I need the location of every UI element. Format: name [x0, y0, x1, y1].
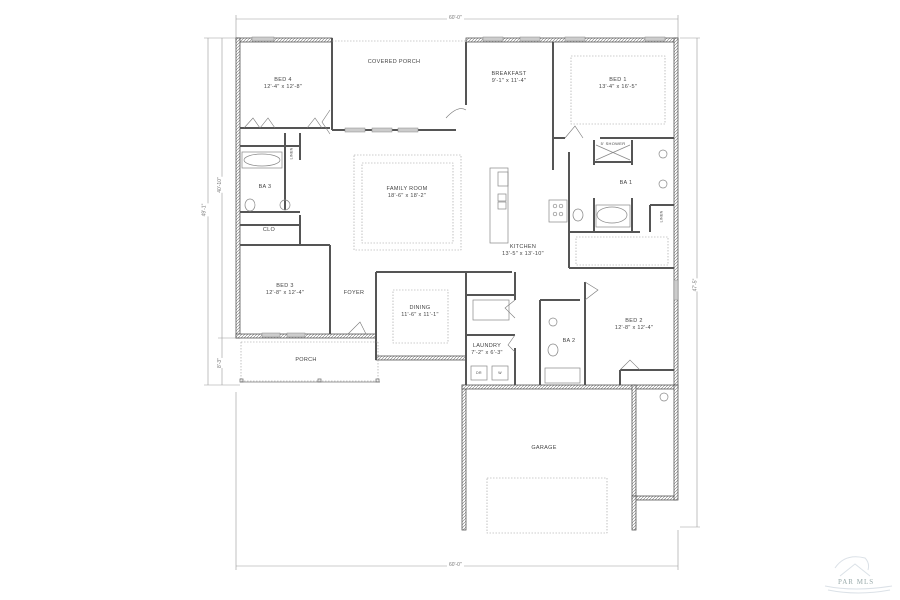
room-name: BA 2	[562, 338, 576, 344]
exterior-walls	[235, 37, 679, 531]
washer-label: W	[498, 371, 502, 375]
room-closet: CLO	[263, 227, 275, 234]
room-ba-3: BA 3	[259, 184, 272, 191]
room-name: FOYER	[343, 290, 365, 296]
room-name: BA 1	[619, 180, 633, 186]
door-swings	[243, 108, 641, 371]
room-shower: 5' SHOWER	[601, 140, 626, 147]
room-name: BED 1	[609, 77, 627, 83]
room-bed-4: BED 4 12'-4" x 12'-8"	[264, 77, 302, 91]
ceiling-outlines	[240, 40, 669, 534]
dimension-top: 60'-0"	[447, 15, 464, 21]
kitchen-counters	[548, 199, 568, 223]
room-dining: DINING 11'-6" x 11'-1"	[401, 305, 439, 319]
room-name: BED 3	[276, 283, 294, 289]
interior-walls	[240, 38, 674, 385]
room-kitchen: KITCHEN 13'-5" x 13'-10"	[502, 244, 544, 258]
room-name: BED 2	[625, 318, 643, 324]
dimension-left-upper: 40'-10"	[214, 177, 225, 193]
room-bed-3: BED 3 12'-8" x 12'-4"	[266, 283, 304, 297]
dimension-right: 47'-5"	[690, 278, 701, 292]
room-size: 12'-8" x 12'-4"	[614, 325, 654, 331]
room-size: 13'-4" x 16'-5"	[598, 84, 638, 90]
room-breakfast: BREAKFAST 9'-1" x 11'-4"	[491, 71, 526, 85]
watermark-text: PAR MLS	[838, 578, 875, 586]
room-laundry: LAUNDRY 7'-2" x 6'-3"	[471, 343, 503, 357]
room-size: 12'-4" x 12'-8"	[263, 84, 303, 90]
room-name: BA 3	[258, 184, 272, 190]
room-family-room: FAMILY ROOM 18'-6" x 18'-2"	[387, 186, 428, 200]
room-name: BED 4	[274, 77, 292, 83]
porch-front	[239, 378, 380, 383]
room-name: COVERED PORCH	[367, 59, 421, 65]
dimension-left-lower: 8'-3"	[214, 358, 225, 368]
room-name: BREAKFAST	[491, 71, 527, 77]
dimension-bottom: 60'-0"	[447, 562, 464, 568]
bath-fixtures	[241, 144, 669, 402]
room-name: KITCHEN	[509, 244, 537, 250]
room-name: GARAGE	[531, 445, 557, 451]
room-name: DINING	[409, 305, 431, 311]
room-ba-2: BA 2	[563, 338, 576, 345]
room-bed-1: BED 1 13'-4" x 16'-5"	[599, 77, 637, 91]
windows	[251, 36, 679, 338]
room-size: 9'-1" x 11'-4"	[491, 78, 527, 84]
room-size: 7'-2" x 6'-3"	[471, 350, 503, 356]
kitchen-island	[489, 167, 509, 244]
dimension-left-overall: 49'-1"	[199, 203, 210, 217]
dryer-label: DR	[476, 371, 482, 375]
linen-label-ba3: LINEN	[289, 147, 294, 160]
room-bed-2: BED 2 12'-8" x 12'-4"	[615, 318, 653, 332]
room-size: 12'-8" x 12'-4"	[265, 290, 305, 296]
room-ba-1: BA 1	[620, 180, 633, 187]
room-name: 5' SHOWER	[600, 141, 626, 146]
room-covered-porch: COVERED PORCH	[368, 59, 421, 66]
room-foyer: FOYER	[344, 290, 364, 297]
room-size: 13'-5" x 13'-10"	[502, 251, 544, 257]
room-name: FAMILY ROOM	[386, 186, 428, 192]
room-name: PORCH	[295, 357, 317, 363]
room-name: CLO	[262, 227, 276, 233]
mls-logo-icon	[824, 556, 893, 594]
room-garage: GARAGE	[531, 445, 556, 452]
room-porch: PORCH	[295, 357, 316, 364]
room-name: LAUNDRY	[472, 343, 502, 349]
room-size: 18'-6" x 18'-2"	[387, 193, 427, 199]
room-size: 11'-6" x 11'-1"	[401, 312, 439, 318]
linen-label-ba1: LINEN	[659, 210, 664, 223]
